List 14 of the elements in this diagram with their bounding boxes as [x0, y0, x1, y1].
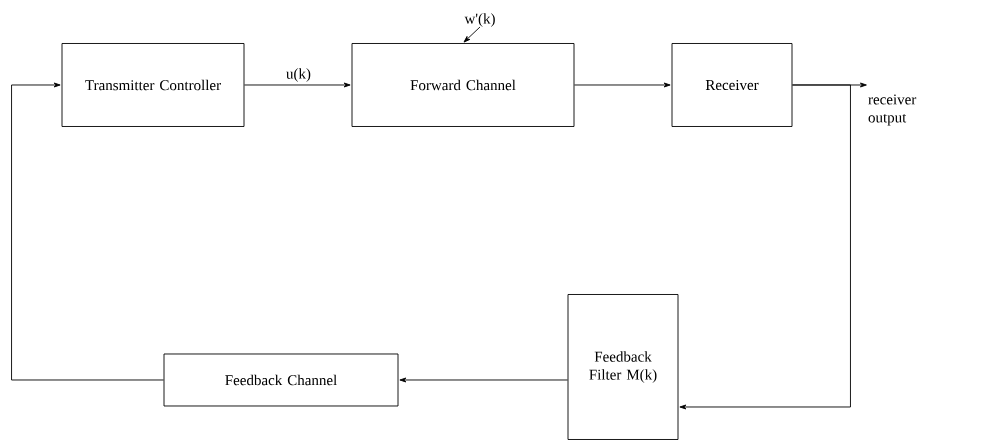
arrow	[244, 82, 351, 88]
process-box: Transmitter Controller	[61, 43, 245, 127]
process-box: Feedback Filter M(k)	[567, 294, 679, 440]
edge-label: u(k)	[284, 67, 312, 83]
process-box: Receiver	[671, 43, 793, 127]
arrow	[11, 82, 164, 381]
process-box: Feedback Channel	[163, 353, 399, 407]
arrow	[679, 84, 851, 410]
arrow	[574, 82, 671, 88]
signal-label: receiver output	[868, 94, 917, 126]
signal-label: w'(k)	[464, 13, 495, 27]
arrow	[463, 26, 481, 43]
process-box: Forward Channel	[351, 43, 575, 127]
arrow	[399, 377, 568, 383]
